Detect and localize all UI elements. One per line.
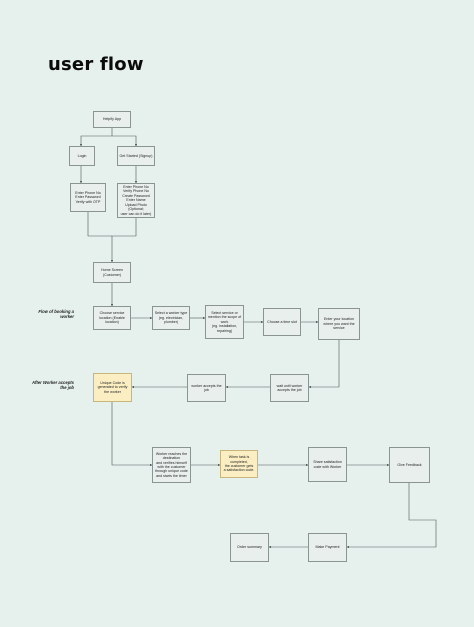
page-title: user flow (48, 54, 144, 75)
node-wait-worker: wait until worker accepts the job (270, 374, 309, 402)
node-make-payment: Make Payment (308, 533, 347, 562)
node-task-completed: When task is completed, the customer get… (220, 450, 258, 478)
edge-location-to-wait (308, 340, 340, 389)
edge-app-to-signup (112, 135, 138, 147)
edge-feedback-to-payment (346, 483, 437, 549)
node-select-worker-type: Select a worker type (eg. electrician, p… (152, 306, 190, 330)
node-choose-service: Choose service location (Enable location… (93, 306, 131, 330)
node-signup-details: Enter Phone No Verify Phone No Create Pa… (117, 183, 155, 218)
node-worker-accepts: worker accepts the job (187, 374, 226, 402)
node-enter-location: Enter your location where you want the s… (318, 308, 360, 340)
node-give-feedback: Give Feedback (389, 447, 430, 483)
node-get-started: Get Started (Signup) (117, 146, 155, 166)
label-flow-booking: Flow of booking a worker (38, 309, 74, 319)
node-order-summary: Order summary (230, 533, 269, 562)
node-share-code: Share satisfaction code with Worker (308, 447, 347, 482)
node-worker-reaches: Worker reaches the destination and verif… (152, 447, 191, 483)
node-select-service: Select service or mention the scope of w… (205, 305, 244, 339)
node-unique-code: Unique Code is generated to verify the w… (93, 373, 132, 402)
edge-login-details-to-home (87, 212, 112, 237)
node-helpify-app: Helpify App (93, 111, 131, 128)
node-login: Login (69, 146, 95, 166)
node-login-details: Enter Phone No Enter Password Verify wit… (70, 183, 106, 212)
edge-app-to-login (79, 128, 113, 147)
edge-signup-details-to-home (110, 218, 137, 263)
node-home-screen: Home Screen (Customer) (93, 262, 131, 283)
node-choose-time: Choose a time slot (263, 308, 301, 336)
edge-code-to-reaches (111, 402, 153, 467)
label-after-accept: After Worker accepts the job (31, 380, 74, 390)
